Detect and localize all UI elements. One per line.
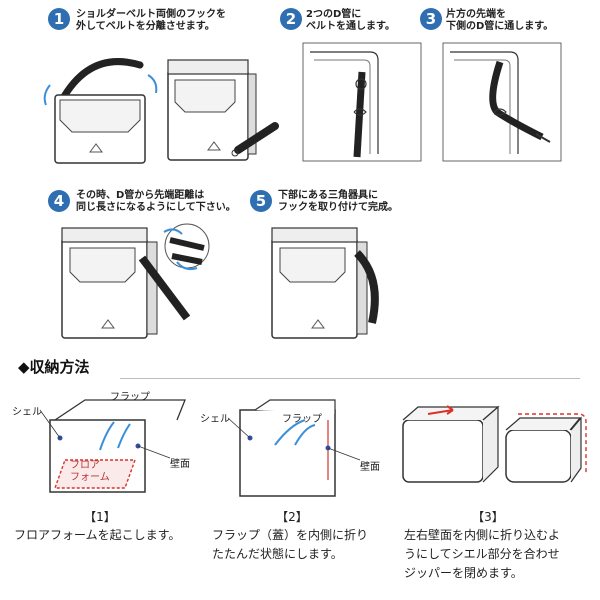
step-2-illustration bbox=[302, 42, 422, 162]
step-2-text: 2つのD管に ベルトを通します。 bbox=[306, 9, 395, 32]
shell-label-1: シェル bbox=[12, 407, 42, 418]
step-4-text: その時、D管から先端距離は 同じ長さになるようにして下さい。 bbox=[76, 190, 236, 213]
step-1-badge: 1 bbox=[48, 8, 70, 30]
flap-label-2: フラップ bbox=[282, 414, 322, 425]
caption-1-number: 【1】 bbox=[84, 510, 116, 524]
storage-step-2-illustration bbox=[227, 399, 361, 497]
floor-form-label: フロア フォーム bbox=[70, 460, 110, 483]
storage-section-title: ◆収納方法 bbox=[18, 358, 90, 376]
storage-step-1-illustration bbox=[39, 399, 186, 493]
flap-label-1: フラップ bbox=[110, 392, 150, 403]
storage-step-3-illustration bbox=[402, 405, 587, 483]
caption-3-number: 【3】 bbox=[472, 510, 504, 524]
step-5-text: 下部にある三角器具に フックを取り付けて完成。 bbox=[278, 190, 398, 213]
step-3-illustration bbox=[442, 42, 562, 162]
caption-2-number: 【2】 bbox=[276, 510, 308, 524]
step-1-text: ショルダーベルト両側のフックを 外してベルトを分離させます。 bbox=[76, 9, 226, 32]
step-3-badge: 3 bbox=[420, 8, 442, 30]
step-1-illustration bbox=[43, 58, 279, 164]
step-4-badge: 4 bbox=[48, 190, 70, 212]
step-5-badge: 5 bbox=[250, 190, 272, 212]
wall-label-1: 壁面 bbox=[170, 459, 190, 470]
step-3-text: 片方の先端を 下側のD管に通します。 bbox=[446, 9, 554, 32]
wall-label-2: 壁面 bbox=[360, 462, 380, 473]
section-divider bbox=[120, 378, 580, 379]
caption-2-text: フラップ（蓋）を内側に折り たたんだ状態にします。 bbox=[212, 528, 369, 561]
step-5-illustration bbox=[271, 227, 379, 339]
caption-3-text: 左右壁面を内側に折り込むよ うにしてシエル部分を合わせ ジッパーを閉めます。 bbox=[404, 528, 561, 580]
step-2-badge: 2 bbox=[280, 8, 302, 30]
caption-1-text: フロアフォームを起こします。 bbox=[14, 528, 181, 542]
shell-label-2: シェル bbox=[200, 414, 230, 425]
step-4-illustration bbox=[61, 223, 210, 339]
